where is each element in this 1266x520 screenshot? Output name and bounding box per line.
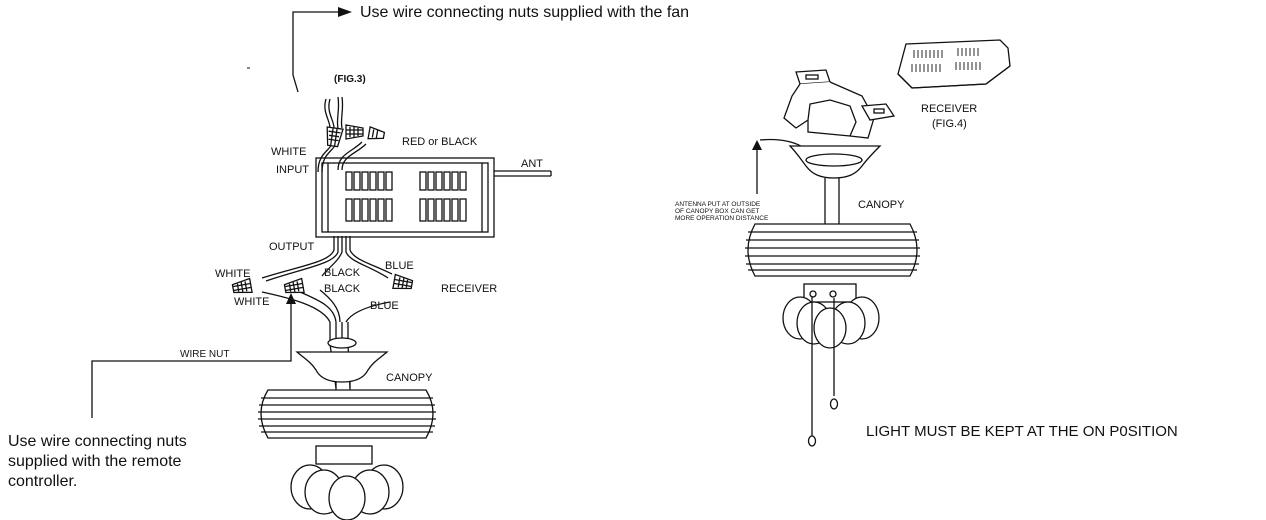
label-red-or-black: RED or BLACK xyxy=(402,136,478,148)
fig3-canopy xyxy=(295,337,389,392)
fig3-antenna-wire xyxy=(494,170,552,177)
label-white-1: WHITE xyxy=(215,268,251,280)
fig3-title: (FIG.3) xyxy=(334,74,366,85)
fig3-fan-motor xyxy=(258,389,436,439)
label-wire-nut: WIRE NUT xyxy=(180,349,230,360)
label-receiver: RECEIVER xyxy=(441,283,498,295)
fig4-mounting-bracket xyxy=(783,69,896,139)
fig4-canopy xyxy=(788,145,882,224)
fig4-light-kit xyxy=(782,283,880,447)
label-black-2: BLACK xyxy=(324,283,361,295)
fig3-input-wire-nuts xyxy=(326,124,386,148)
fan-nuts-note: Use wire connecting nuts supplied with t… xyxy=(360,4,690,21)
fig4-receiver-unit xyxy=(897,39,1011,89)
remote-nuts-note: Use wire connecting nuts supplied with t… xyxy=(8,433,187,490)
label-canopy-fig3: CANOPY xyxy=(386,372,433,384)
label-blue-1: BLUE xyxy=(385,260,414,272)
label-input: INPUT xyxy=(276,164,309,176)
label-receiver-fig4: RECEIVER xyxy=(921,103,978,115)
light-position-note: LIGHT MUST BE KEPT AT THE ON P0SITION xyxy=(866,423,1178,440)
fig4-title: (FIG.4) xyxy=(932,118,967,130)
fig3-top-arrow xyxy=(292,7,352,93)
fig3-wire-nut-pointer xyxy=(91,293,296,418)
fig3-light-kit xyxy=(290,445,404,520)
label-output: OUTPUT xyxy=(269,241,315,253)
label-blue-2: BLUE xyxy=(370,300,399,312)
label-white-input: WHITE xyxy=(271,146,307,158)
fig4-fan-motor xyxy=(745,223,920,277)
fig3-receiver-box xyxy=(315,157,495,238)
label-canopy-fig4: CANOPY xyxy=(858,199,905,211)
label-black-1: BLACK xyxy=(324,267,361,279)
label-ant: ANT xyxy=(521,158,543,170)
label-white-2: WHITE xyxy=(234,296,270,308)
fig3-output-wire-nuts xyxy=(231,273,414,294)
antenna-note: ANTENNA PUT AT OUTSIDE OF CANOPY BOX CAN… xyxy=(675,201,769,222)
